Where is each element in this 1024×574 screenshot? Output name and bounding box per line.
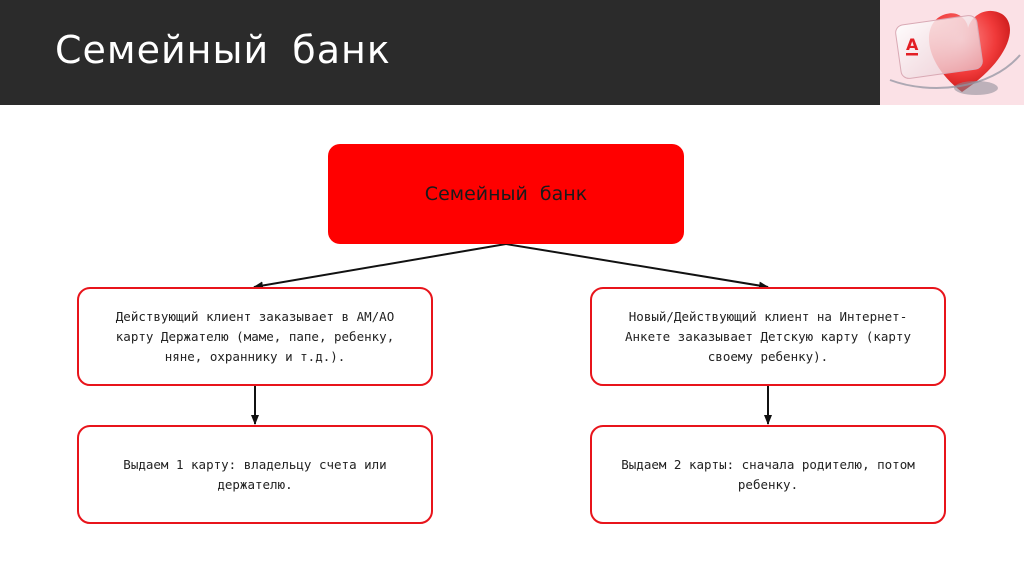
left-step-2-text: Выдаем 1 карту: владельцу счета или держ… <box>97 455 413 495</box>
right-step-1-text: Новый/Действующий клиент на Интернет-Анк… <box>610 307 926 367</box>
left-step-1-text: Действующий клиент заказывает в АМ/АО ка… <box>97 307 413 367</box>
diagram-root-node: Семейный банк <box>328 144 684 244</box>
left-step-2-node: Выдаем 1 карту: владельцу счета или держ… <box>77 425 433 524</box>
right-step-1-node: Новый/Действующий клиент на Интернет-Анк… <box>590 287 946 386</box>
edge-root-to-right <box>506 244 768 287</box>
left-step-1-node: Действующий клиент заказывает в АМ/АО ка… <box>77 287 433 386</box>
edge-root-to-left <box>254 244 506 287</box>
right-step-2-node: Выдаем 2 карты: сначала родителю, потом … <box>590 425 946 524</box>
right-step-2-text: Выдаем 2 карты: сначала родителю, потом … <box>610 455 926 495</box>
root-node-label: Семейный банк <box>425 184 587 204</box>
